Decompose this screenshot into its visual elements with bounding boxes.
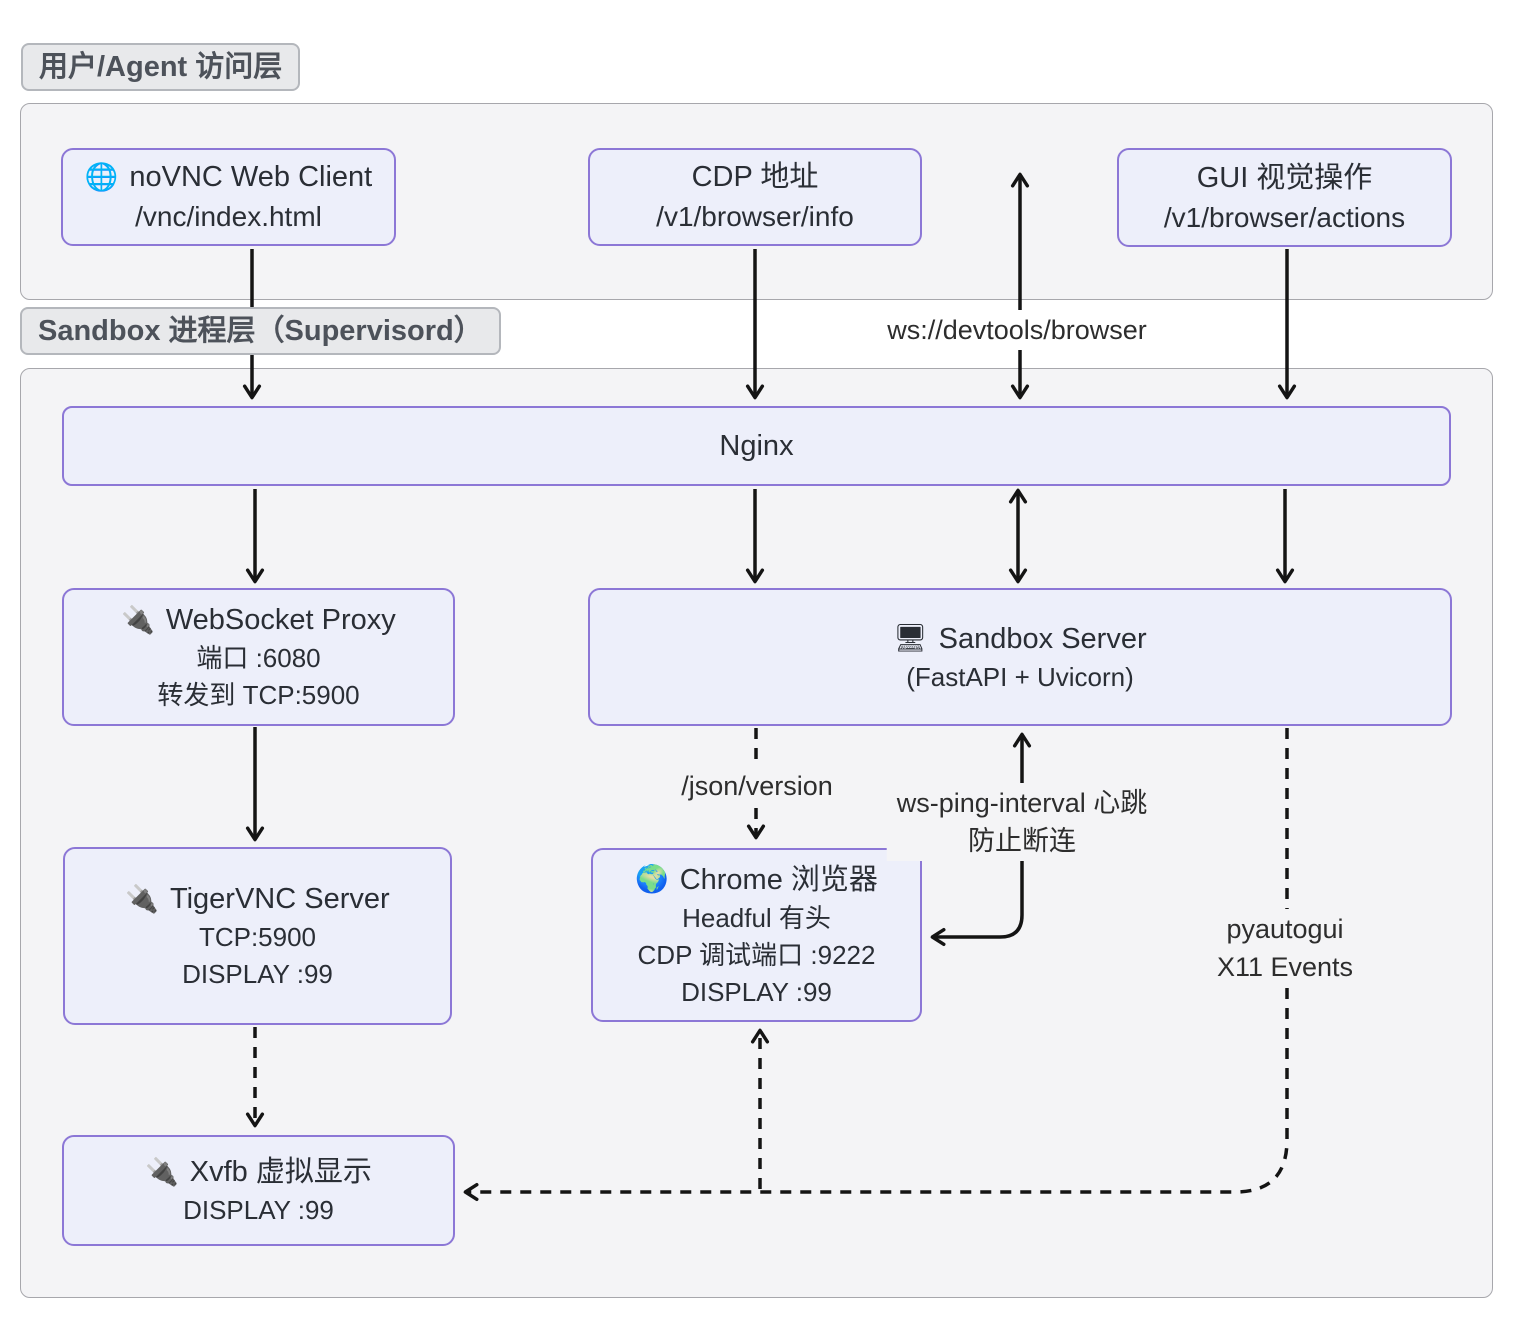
node-subtitle: TCP:5900 [198,922,317,952]
node-sandbox-server: 🖥 Sandbox Server (FastAPI + Uvicorn) [588,588,1452,726]
edge-label-ws-ping-line2: 防止断连 [967,826,1076,856]
node-title-line: 🔌 Xvfb 虚拟显示 [145,1152,372,1192]
node-title-line: 🌍 Chrome 浏览器 [635,860,878,900]
node-subtitle: /vnc/index.html [135,201,322,232]
node-chrome-browser: 🌍 Chrome 浏览器 Headful 有头 CDP 调试端口 :9222 D… [591,848,922,1022]
node-novnc-web-client: 🌐 noVNC Web Client /vnc/index.html [61,148,396,246]
node-title-line: 🔌 TigerVNC Server [125,879,389,919]
node-subtitle: /v1/browser/info [656,201,854,232]
node-title: Nginx [719,430,794,462]
node-title-line: GUI 视觉操作 [1197,158,1373,198]
node-title: noVNC Web Client [129,161,373,193]
node-title-line: 🌐 noVNC Web Client [85,157,372,197]
node-title: CDP 地址 [691,161,819,193]
node-gui-visual-actions: GUI 视觉操作 /v1/browser/actions [1117,148,1452,247]
edge-label-pyautogui-line1: pyautogui [1226,914,1344,944]
plug-icon: 🔌 [125,883,159,914]
node-title-line: 🖥 Sandbox Server [893,619,1146,659]
edge-label-pyautogui-line2: X11 Events [1216,952,1354,982]
node-subtitle: (FastAPI + Uvicorn) [906,661,1134,692]
desktop-computer-icon: 🖥 [893,623,928,653]
node-title: WebSocket Proxy [165,604,396,636]
node-tigervnc-server: 🔌 TigerVNC Server TCP:5900 DISPLAY :99 [63,847,452,1025]
edge-label-ws-ping: ws-ping-interval 心跳 防止断连 [886,783,1158,861]
earth-globe-icon: 🌍 [635,864,669,894]
node-subtitle: 端口 :6080 [196,643,321,673]
node-subtitle: /v1/browser/actions [1163,201,1406,233]
edge-label-ws-ping-line1: ws-ping-interval 心跳 [896,788,1148,818]
node-title: Chrome 浏览器 [679,863,878,896]
node-websocket-proxy: 🔌 WebSocket Proxy 端口 :6080 转发到 TCP:5900 [62,588,455,726]
node-title: GUI 视觉操作 [1196,161,1373,194]
node-subtitle: 转发到 TCP:5900 [157,680,360,710]
edge-label-pyautogui: pyautogui X11 Events [1206,909,1364,987]
node-title: TigerVNC Server [169,883,390,915]
node-xvfb-virtual-display: 🔌 Xvfb 虚拟显示 DISPLAY :99 [62,1135,455,1246]
edge-label-json-version: /json/version [671,766,843,806]
node-subtitle: DISPLAY :99 [182,959,333,989]
node-subtitle: Headful 有头 [682,902,831,933]
node-title: Xvfb 虚拟显示 [189,1156,372,1188]
globe-icon: 🌐 [84,161,119,192]
node-cdp-address: CDP 地址 /v1/browser/info [588,148,922,246]
sandbox-layer-badge: Sandbox 进程层（Supervisord） [20,307,501,355]
node-subtitle: DISPLAY :99 [681,976,832,1007]
node-nginx: Nginx [62,406,1451,486]
node-title-line: Nginx [719,426,793,466]
node-title: Sandbox Server [938,622,1147,655]
plug-icon: 🔌 [145,1156,179,1187]
node-subtitle: DISPLAY :99 [183,1195,334,1225]
edge-label-devtools: ws://devtools/browser [877,310,1157,350]
plug-icon: 🔌 [121,604,155,635]
node-title-line: 🔌 WebSocket Proxy [121,600,396,640]
node-title-line: CDP 地址 [692,157,819,197]
node-subtitle: CDP 调试端口 :9222 [637,939,876,970]
access-layer-badge: 用户/Agent 访问层 [21,43,301,91]
